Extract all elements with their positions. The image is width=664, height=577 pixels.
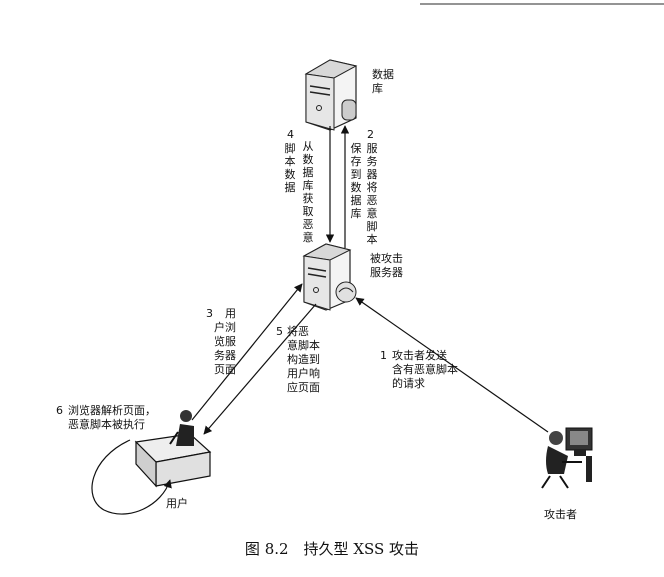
step1-number: 1 [380,349,387,362]
step1-text: 攻击者发送 含有恶意脚本 的请求 [392,349,458,390]
step2-number: 2 [367,128,374,141]
step4-col1: 从数据库获取恶意 [302,140,314,244]
user-label: 用户 [166,497,188,510]
attacked-server-icon [302,243,357,311]
step6-text: 浏览器解析页面， 恶意脚本被执行 [68,404,156,431]
server-label: 被攻击 服务器 [370,252,403,279]
user-icon [134,410,212,488]
step2-col1: 服务器将恶意脚本 [366,142,378,246]
step2-col2: 保存到数据库 [350,142,362,220]
step5-text: 将恶 意脚本 构造到 用户响 应页面 [287,325,320,394]
database-server-icon [304,59,358,131]
attacker-label: 攻击者 [544,508,577,521]
database-label: 数据 库 [372,68,394,95]
arrow-1 [355,297,549,433]
step6-number: 6 [56,404,63,417]
step3-number: 3 [206,307,213,320]
step4-col2: 脚本数据 [284,142,296,194]
figure-caption: 图 8.2 持久型 XSS 攻击 [244,540,420,558]
arrow-3 [191,283,303,421]
step3-text: 用 户浏 览服 务器 页面 [214,307,236,376]
step4-number: 4 [287,128,294,141]
attacker-icon [541,427,593,489]
step5-number: 5 [276,325,283,338]
arrow-6-loop [91,439,172,515]
arrow-5 [203,303,317,435]
